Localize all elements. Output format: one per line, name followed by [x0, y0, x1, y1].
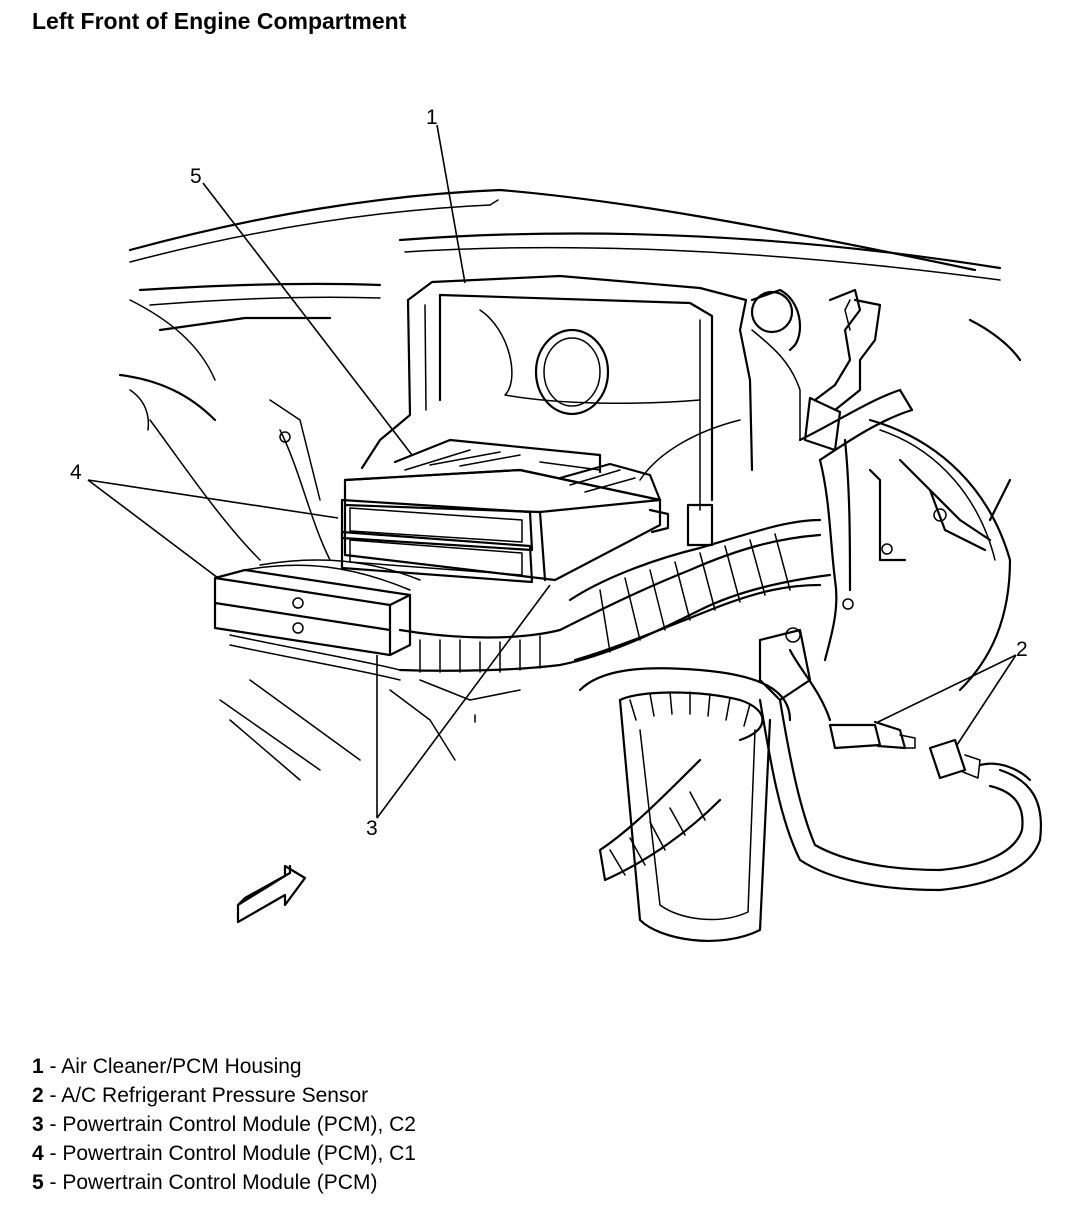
callout-4: 4	[70, 461, 82, 484]
legend-item: 4 - Powertrain Control Module (PCM), C1	[32, 1139, 416, 1168]
legend-number: 4	[32, 1142, 44, 1165]
pcm-module	[340, 438, 670, 584]
legend-text: - A/C Refrigerant Pressure Sensor	[43, 1084, 369, 1107]
lower-body-lines	[149, 399, 521, 781]
legend-item: 5 - Powertrain Control Module (PCM)	[32, 1168, 416, 1197]
legend-number: 5	[32, 1171, 44, 1194]
engine-component	[578, 627, 832, 942]
callout-5: 5	[190, 165, 202, 188]
diagram-title: Left Front of Engine Compartment	[32, 8, 407, 34]
leader-lines	[87, 124, 1017, 819]
callout-2: 2	[1016, 638, 1028, 661]
pcm-connectors	[213, 559, 421, 681]
front-direction-arrow-icon	[236, 864, 307, 924]
legend-number: 3	[32, 1113, 44, 1136]
air-cleaner-housing	[360, 274, 802, 547]
legend-text: - Powertrain Control Module (PCM)	[43, 1171, 378, 1194]
legend-item: 1 - Air Cleaner/PCM Housing	[32, 1052, 416, 1081]
ac-pressure-sensor	[828, 720, 1032, 782]
legend-text: - Powertrain Control Module (PCM), C1	[43, 1142, 416, 1165]
legend-item: 3 - Powertrain Control Module (PCM), C2	[32, 1110, 416, 1139]
callout-1: 1	[426, 106, 438, 129]
legend: 1 - Air Cleaner/PCM Housing 2 - A/C Refr…	[32, 1052, 416, 1197]
bracket	[803, 288, 1012, 692]
legend-text: - Air Cleaner/PCM Housing	[43, 1055, 302, 1078]
callout-3: 3	[366, 817, 378, 840]
legend-number: 1	[32, 1055, 44, 1078]
legend-text: - Powertrain Control Module (PCM), C2	[43, 1113, 416, 1136]
fender-outline	[118, 188, 1022, 431]
wiring-harness	[398, 388, 1043, 892]
legend-number: 2	[32, 1084, 44, 1107]
legend-item: 2 - A/C Refrigerant Pressure Sensor	[32, 1081, 416, 1110]
